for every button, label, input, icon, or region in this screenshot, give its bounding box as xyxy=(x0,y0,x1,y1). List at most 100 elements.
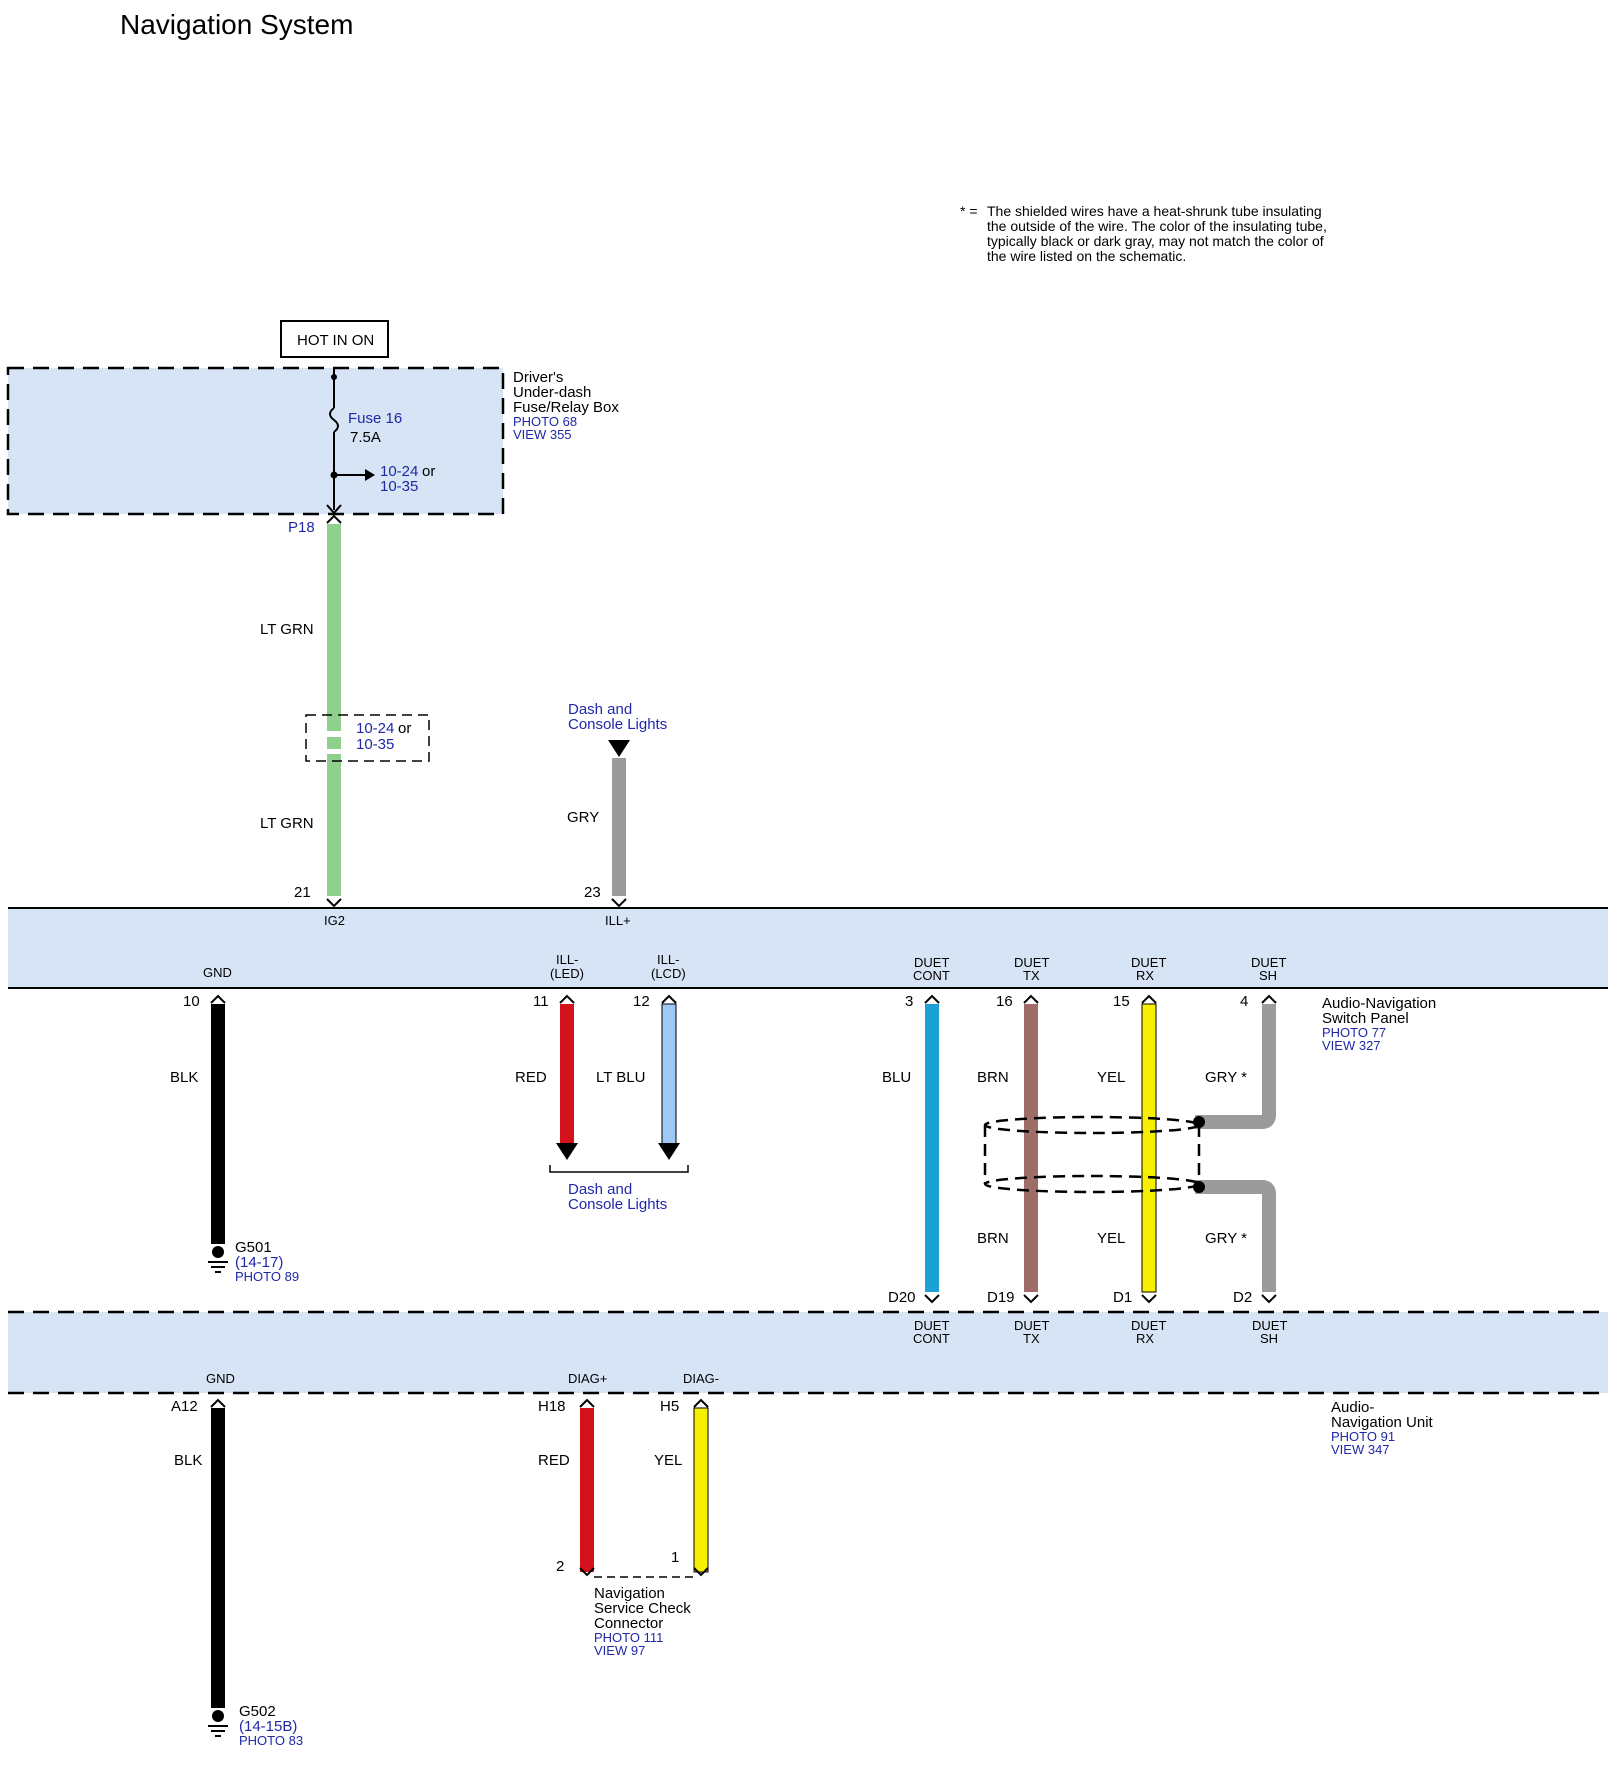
pin-23-num: 23 xyxy=(584,884,601,901)
ground-g501-photo[interactable]: PHOTO 89 xyxy=(235,1269,299,1284)
dash-lights-bottom-1[interactable]: Dash and xyxy=(568,1181,632,1198)
wire-label-duet-sh-upper: GRY * xyxy=(1205,1069,1247,1086)
ground-g501-id: G501 xyxy=(235,1239,272,1256)
inline-connector-box xyxy=(305,714,430,762)
dash-lights-top-1[interactable]: Dash and xyxy=(568,701,632,718)
pin-3-label-1: DUET xyxy=(914,955,949,970)
pin-21-label: IG2 xyxy=(324,913,345,928)
wire-label-duet-tx-lower: BRN xyxy=(977,1230,1009,1247)
wire-label-ig2-upper: LT GRN xyxy=(260,621,314,638)
pin-3-label-2: CONT xyxy=(913,968,950,983)
wire-label-duet-cont: BLU xyxy=(882,1069,911,1086)
wire-label-diag-minus: YEL xyxy=(654,1452,682,1469)
nav-unit-view[interactable]: VIEW 347 xyxy=(1331,1442,1390,1457)
ground-g501-ref[interactable]: (14-17) xyxy=(235,1254,283,1271)
service-connector-pin-a: 2 xyxy=(556,1558,564,1575)
pin-10-label: GND xyxy=(203,965,232,980)
wire-ill-led-arrow xyxy=(556,1143,578,1160)
inline-connector-or: or xyxy=(398,720,411,737)
shielded-wire-note: * = The shielded wires have a heat-shrun… xyxy=(960,203,1327,264)
service-connector-name-3: Connector xyxy=(594,1615,663,1632)
wire-label-ill-plus: GRY xyxy=(567,809,599,826)
service-connector-label: Navigation Service Check Connector PHOTO… xyxy=(594,1585,691,1658)
note-line-3: typically black or dark gray, may not ma… xyxy=(987,233,1324,249)
nav-unit-name-2: Navigation Unit xyxy=(1331,1414,1434,1431)
pin-d2-label-2: SH xyxy=(1260,1331,1278,1346)
pin-d20-label-2: CONT xyxy=(913,1331,950,1346)
note-line-1: The shielded wires have a heat-shrunk tu… xyxy=(987,203,1322,219)
pin-d19-num: D19 xyxy=(987,1289,1015,1306)
pin-21-num: 21 xyxy=(294,884,311,901)
nav-unit-body xyxy=(8,1312,1608,1393)
pin-3-num: 3 xyxy=(905,993,913,1010)
dash-lights-bottom-2[interactable]: Console Lights xyxy=(568,1196,667,1213)
pin-10-num: 10 xyxy=(183,993,200,1010)
switch-panel-photo[interactable]: PHOTO 77 xyxy=(1322,1025,1386,1040)
wire-label-duet-rx-upper: YEL xyxy=(1097,1069,1125,1086)
service-connector-view[interactable]: VIEW 97 xyxy=(594,1643,645,1658)
switch-panel-label: Audio-Navigation Switch Panel PHOTO 77 V… xyxy=(1322,995,1436,1053)
dash-lights-top-arrow xyxy=(608,740,630,757)
inline-connector-ref-1[interactable]: 10-24 xyxy=(356,720,394,737)
pin-15-label-2: RX xyxy=(1136,968,1154,983)
pin-d20-num: D20 xyxy=(888,1289,916,1306)
pin-d1-num: D1 xyxy=(1113,1289,1132,1306)
pin-h5-num: H5 xyxy=(660,1398,679,1415)
pin-h18-num: H18 xyxy=(538,1398,566,1415)
pin-16-label-1: DUET xyxy=(1014,955,1049,970)
wire-label-gnd-unit: BLK xyxy=(174,1452,202,1469)
service-connector-name-2: Service Check xyxy=(594,1600,691,1617)
wire-gnd-unit xyxy=(211,1408,225,1708)
dash-lights-top-2[interactable]: Console Lights xyxy=(568,716,667,733)
pin-11-label-2: (LED) xyxy=(550,966,584,981)
pin-a12-num: A12 xyxy=(171,1398,198,1415)
pin-16-label-2: TX xyxy=(1023,968,1040,983)
pin-15-label-1: DUET xyxy=(1131,955,1166,970)
ground-g502-ref[interactable]: (14-15B) xyxy=(239,1718,297,1735)
ground-g502-photo[interactable]: PHOTO 83 xyxy=(239,1733,303,1748)
wire-label-ill-led: RED xyxy=(515,1069,547,1086)
fuse-branch-ref-1[interactable]: 10-24 xyxy=(380,463,418,480)
fuse-rating: 7.5A xyxy=(350,429,381,446)
wire-label-diag-plus: RED xyxy=(538,1452,570,1469)
fuse-box-label: Driver's Under-dash Fuse/Relay Box PHOTO… xyxy=(513,369,619,442)
inline-connector-ref-2[interactable]: 10-35 xyxy=(356,736,394,753)
switch-panel-name-1: Audio-Navigation xyxy=(1322,995,1436,1012)
wire-label-ill-lcd: LT BLU xyxy=(596,1069,645,1086)
pin-h5-label: DIAG- xyxy=(683,1371,719,1386)
nav-unit-name-1: Audio- xyxy=(1331,1399,1374,1416)
note-line-2: the outside of the wire. The color of th… xyxy=(987,218,1327,234)
service-connector-name-1: Navigation xyxy=(594,1585,665,1602)
fuse-box-photo[interactable]: PHOTO 68 xyxy=(513,414,577,429)
fuse-relay-box xyxy=(6,366,505,516)
ground-g502-id: G502 xyxy=(239,1703,276,1720)
pin-23-label: ILL+ xyxy=(605,913,631,928)
service-connector-photo[interactable]: PHOTO 111 xyxy=(594,1630,663,1645)
pin-23-mark xyxy=(611,898,627,908)
nav-unit-photo[interactable]: PHOTO 91 xyxy=(1331,1429,1395,1444)
wire-label-duet-sh-lower: GRY * xyxy=(1205,1230,1247,1247)
wire-label-duet-rx-lower: YEL xyxy=(1097,1230,1125,1247)
pin-d19-label-2: TX xyxy=(1023,1331,1040,1346)
ground-g502-symbol xyxy=(208,1710,228,1737)
note-line-4: the wire listed on the schematic. xyxy=(987,248,1186,264)
wire-ig2-lower xyxy=(327,754,341,896)
wire-label-duet-tx-upper: BRN xyxy=(977,1069,1009,1086)
fuse-branch-ref-2[interactable]: 10-35 xyxy=(380,478,418,495)
pin-21-mark xyxy=(326,898,342,908)
pin-h18-label: DIAG+ xyxy=(568,1371,607,1386)
wire-ill-led xyxy=(560,1004,574,1144)
hot-in-on-box xyxy=(280,320,389,358)
pin-11-num: 11 xyxy=(533,993,549,1010)
wire-gnd-switch xyxy=(211,1004,225,1244)
switch-panel-body xyxy=(8,908,1608,988)
pin-d1-label-2: RX xyxy=(1136,1331,1154,1346)
pin-11-label-1: ILL- xyxy=(556,952,578,967)
pin-a12-label: GND xyxy=(206,1371,235,1386)
pin-15-num: 15 xyxy=(1113,993,1130,1010)
fuse-box-name-1: Driver's xyxy=(513,369,563,386)
fuse-box-view[interactable]: VIEW 355 xyxy=(513,427,572,442)
wire-duet-sh-lower xyxy=(1195,1180,1276,1292)
switch-panel-view[interactable]: VIEW 327 xyxy=(1322,1038,1381,1053)
